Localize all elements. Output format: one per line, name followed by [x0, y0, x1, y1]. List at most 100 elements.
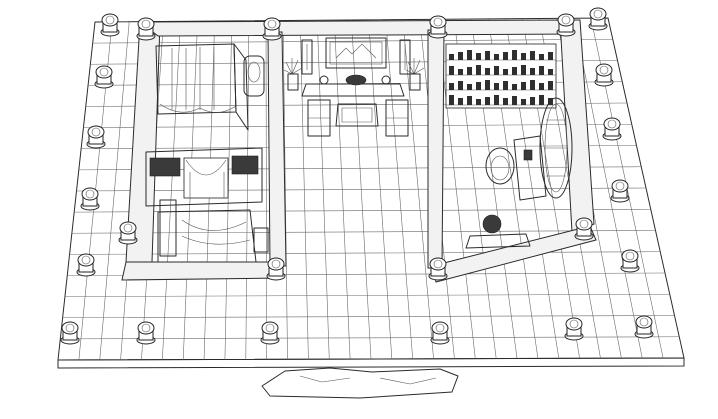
column-icon: [620, 249, 640, 273]
book: [539, 83, 544, 90]
book: [494, 83, 499, 90]
column-icon: [94, 65, 114, 89]
book: [494, 54, 499, 60]
low-bench: [465, 233, 531, 249]
canopy-bed: [155, 43, 249, 131]
column-icon: [574, 217, 594, 241]
column-icon: [100, 13, 120, 37]
book: [521, 82, 526, 90]
small-cabinet: [253, 227, 269, 253]
column-icon: [602, 117, 622, 141]
left-calligraphy-scroll: [301, 39, 313, 75]
book: [503, 98, 508, 105]
round-window: [539, 97, 573, 199]
book: [476, 65, 481, 75]
book: [467, 50, 472, 60]
book: [539, 95, 544, 105]
column-icon: [80, 187, 100, 211]
book: [458, 52, 463, 60]
column-icon: [60, 321, 80, 345]
book: [521, 53, 526, 60]
book: [548, 81, 553, 90]
platform-front-edge: [57, 357, 685, 369]
armchair-left: [307, 99, 331, 137]
column-icon: [430, 321, 450, 345]
potted-plant-left: [283, 58, 303, 91]
armchair-right: [385, 99, 409, 137]
book: [485, 51, 490, 60]
column-icon: [428, 15, 448, 39]
column-icon: [428, 257, 448, 281]
book: [503, 81, 508, 90]
book: [503, 52, 508, 60]
column-icon: [564, 317, 584, 341]
main-hall: [283, 37, 425, 137]
round-chair: [485, 147, 515, 185]
book: [458, 81, 463, 90]
tile-line: [71, 230, 656, 234]
book: [548, 69, 553, 75]
altar-table: [301, 74, 405, 97]
column-icon: [86, 125, 106, 149]
right-calligraphy-scroll: [399, 39, 411, 75]
book: [467, 67, 472, 75]
book: [449, 66, 454, 75]
column-icon: [260, 321, 280, 345]
book: [512, 67, 517, 75]
book: [512, 96, 517, 105]
tile-line: [64, 293, 670, 297]
lattice-screen: [145, 147, 263, 207]
book: [494, 95, 499, 105]
column-icon: [634, 315, 654, 339]
book: [476, 82, 481, 90]
column-icon: [610, 179, 630, 203]
book: [530, 97, 535, 105]
book: [494, 66, 499, 75]
step-stone-crack: [299, 375, 437, 385]
tile-line: [76, 187, 647, 192]
book: [449, 83, 454, 90]
book: [521, 65, 526, 75]
book: [503, 69, 508, 75]
column-icon: [136, 17, 156, 41]
bookshelves: [445, 43, 557, 109]
column-icon: [556, 13, 576, 37]
writing-desk: [513, 135, 547, 201]
book: [539, 54, 544, 60]
potted-plant-right: [405, 58, 425, 91]
book: [485, 80, 490, 90]
book: [530, 51, 535, 60]
book: [449, 54, 454, 60]
book: [512, 50, 517, 60]
book: [521, 99, 526, 105]
book: [485, 68, 490, 75]
book: [512, 84, 517, 90]
column-icon: [262, 17, 282, 41]
step-stone-icon: [261, 367, 459, 399]
tile-line: [92, 38, 613, 44]
hanging-scroll-painting: [325, 37, 387, 69]
book: [539, 66, 544, 75]
room-walls: [121, 19, 597, 283]
study: [445, 43, 573, 249]
book: [530, 68, 535, 75]
square-table: [335, 103, 379, 127]
book: [485, 97, 490, 105]
book: [467, 96, 472, 105]
tile-line: [69, 251, 661, 255]
column-icon: [136, 321, 156, 345]
stool: [482, 214, 502, 234]
mirror-stand: [243, 55, 265, 97]
column-icon: [266, 257, 286, 281]
book: [530, 80, 535, 90]
book: [476, 53, 481, 60]
column-icon: [118, 221, 138, 245]
book: [458, 69, 463, 75]
tile-line: [81, 145, 637, 150]
book: [449, 95, 454, 105]
bedroom: [145, 43, 269, 263]
book: [458, 98, 463, 105]
tile-line: [62, 315, 675, 319]
